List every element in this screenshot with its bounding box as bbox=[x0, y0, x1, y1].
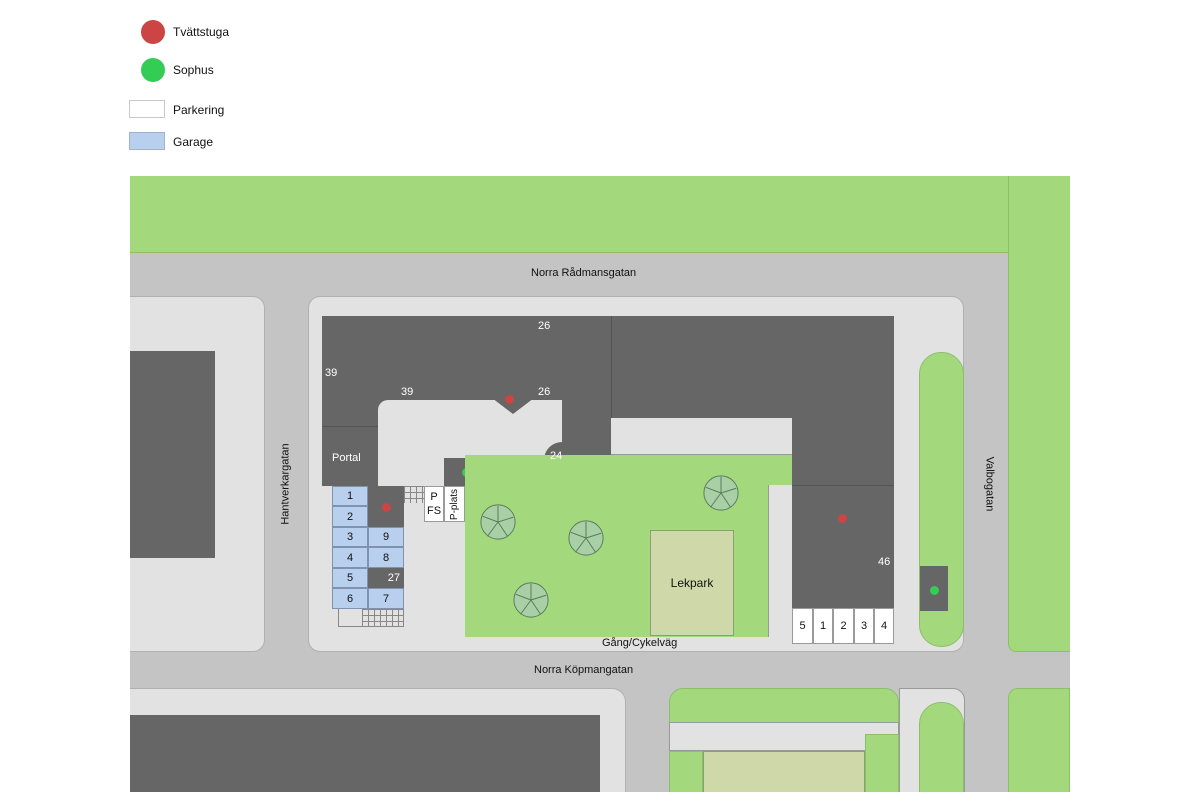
portal-label: Portal bbox=[332, 452, 361, 464]
building-27: 27 bbox=[368, 568, 404, 588]
building-number: 46 bbox=[878, 556, 891, 568]
south-walkway-h bbox=[669, 722, 899, 751]
tree-icon bbox=[703, 475, 739, 511]
building-number: 26 bbox=[538, 320, 551, 332]
p-plats-label: P-plats bbox=[449, 488, 460, 520]
building-number: 39 bbox=[325, 367, 338, 379]
tvattstuga-legend-icon bbox=[141, 20, 165, 44]
tree-icon bbox=[480, 504, 516, 540]
block-southeast bbox=[1008, 688, 1070, 792]
sophus-legend-icon bbox=[141, 58, 165, 82]
building-southwest bbox=[130, 715, 600, 792]
garage-6[interactable]: 6 bbox=[332, 588, 368, 609]
garage-5[interactable]: 5 bbox=[332, 568, 368, 588]
walkway-east bbox=[611, 418, 792, 455]
building-number: 39 bbox=[401, 386, 414, 398]
legend-label-tvattstuga: Tvättstuga bbox=[173, 25, 230, 39]
garage-3[interactable]: 3 bbox=[332, 527, 368, 547]
street-west-label: Hantverkargatan bbox=[279, 443, 292, 525]
garage-1[interactable]: 1 bbox=[332, 486, 368, 506]
stair-rail bbox=[338, 609, 404, 627]
garage-2[interactable]: 2 bbox=[332, 506, 368, 527]
garage-9[interactable]: 9 bbox=[368, 527, 404, 547]
tree-icon bbox=[568, 520, 604, 556]
street-east-label: Valbogatan bbox=[983, 456, 996, 512]
street-north-label: Norra Rådmansgatan bbox=[531, 267, 637, 279]
tree-icon bbox=[513, 582, 549, 618]
building-46-divider bbox=[792, 485, 894, 486]
notch bbox=[492, 398, 534, 414]
building-west bbox=[130, 351, 215, 558]
south-grass-island bbox=[919, 702, 964, 792]
site-map: Lekpark 26 39 39 26 24 46 Portal 1 2 3 4… bbox=[130, 176, 1070, 792]
building-west-wing bbox=[322, 316, 378, 486]
building-divider bbox=[322, 426, 378, 427]
parking-spot-2[interactable]: 2 bbox=[833, 608, 854, 644]
legend-label-parkering: Parkering bbox=[173, 103, 225, 117]
fs-label: FS bbox=[426, 505, 442, 517]
p-plats-parking[interactable]: P-plats bbox=[444, 486, 465, 522]
garage-4[interactable]: 4 bbox=[332, 547, 368, 568]
parking-spot-5[interactable]: 5 bbox=[792, 608, 813, 644]
grass-east bbox=[1008, 176, 1070, 652]
parking-spot-4[interactable]: 4 bbox=[874, 608, 894, 644]
walkway-gap bbox=[768, 485, 792, 637]
building-number: 26 bbox=[538, 386, 551, 398]
garage-legend-icon bbox=[129, 132, 165, 150]
parkering-legend-icon bbox=[129, 100, 165, 118]
building-27-label: 27 bbox=[387, 572, 400, 584]
building-46 bbox=[792, 316, 894, 608]
path-label: Gång/Cykelväg bbox=[602, 637, 678, 649]
street-south-label: Norra Köpmangatan bbox=[534, 664, 634, 676]
south-playground bbox=[703, 751, 865, 792]
grass-north bbox=[130, 176, 1070, 253]
parking-spot-1[interactable]: 1 bbox=[813, 608, 833, 644]
garage-8[interactable]: 8 bbox=[368, 547, 404, 568]
building-number: 24 bbox=[550, 450, 563, 462]
tvattstuga-icon[interactable] bbox=[838, 514, 847, 523]
p-label: P bbox=[430, 491, 438, 503]
stairs bbox=[362, 609, 404, 626]
p-fs-parking[interactable]: P FS bbox=[424, 486, 444, 522]
legend-label-sophus: Sophus bbox=[173, 63, 214, 77]
lekpark-area[interactable]: Lekpark bbox=[650, 530, 734, 636]
lekpark-label: Lekpark bbox=[670, 576, 714, 590]
garage-7[interactable]: 7 bbox=[368, 588, 404, 609]
south-grass-patch bbox=[669, 751, 703, 792]
south-grass-patch bbox=[865, 734, 899, 792]
tvattstuga-icon[interactable] bbox=[382, 503, 391, 512]
sophus-icon[interactable] bbox=[930, 586, 939, 595]
stairs bbox=[404, 486, 426, 503]
legend-label-garage: Garage bbox=[173, 135, 214, 149]
parking-spot-3[interactable]: 3 bbox=[854, 608, 874, 644]
tvattstuga-icon[interactable] bbox=[505, 395, 514, 404]
